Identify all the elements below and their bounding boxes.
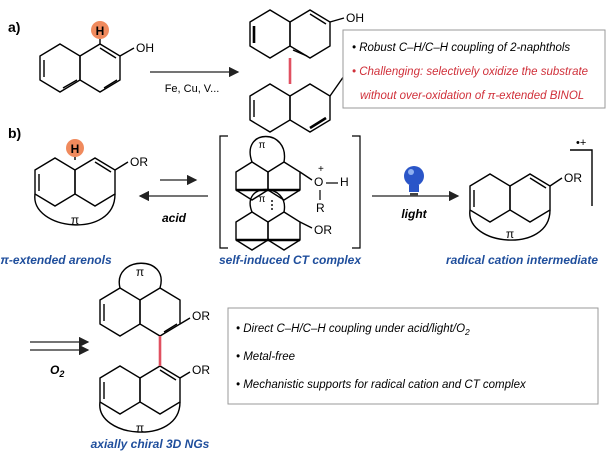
radical-cation-structure: [469, 149, 593, 241]
o2-label: O2: [50, 363, 64, 379]
h-atom-label-b: H: [71, 142, 80, 156]
light-label: light: [401, 207, 427, 221]
caption-arenols: π-extended arenols: [0, 253, 112, 267]
panel-b-note-line-1: • Direct C–H/C–H coupling under acid/lig…: [236, 323, 470, 337]
o2-arrows-icon: [30, 336, 90, 356]
h-atom-label: H: [96, 24, 105, 38]
dimer-or-bottom: OR: [192, 363, 210, 377]
complex-h: H: [340, 175, 349, 189]
panel-a-note-line-1: • Robust C–H/C–H coupling of 2-naphthols: [352, 42, 570, 54]
h-highlight-circle: [91, 21, 109, 39]
oh-label: OH: [136, 41, 154, 55]
panel-b-note-line-2: • Metal-free: [236, 351, 295, 363]
radical-or-label: OR: [564, 171, 582, 185]
complex-brackets: [219, 135, 361, 249]
complex-or: OR: [314, 223, 332, 237]
arenol-structure: [34, 157, 116, 226]
caption-ct-complex: self-induced CT complex: [219, 253, 362, 267]
dimer-or-top: OR: [192, 309, 210, 323]
chiral-dimer-structure: [99, 262, 191, 433]
complex-r: R: [316, 201, 325, 215]
panel-a-note-line-3: without over-oxidation of π-extended BIN…: [360, 90, 584, 102]
complex-o: O: [314, 175, 323, 189]
panel-b-label: b): [8, 125, 21, 141]
panel-b-note-line-3: • Mechanistic supports for radical catio…: [236, 379, 527, 391]
panel-a-note-box: [342, 29, 606, 109]
binol-oh-top: OH: [346, 11, 364, 25]
arenol-pi-label: π: [71, 213, 79, 227]
complex-pi-top: π: [259, 140, 266, 151]
panel-b-note-box: [227, 307, 599, 405]
ct-complex-structure: [235, 136, 313, 251]
dimer-pi-bottom: π: [136, 421, 144, 435]
equilibrium-arrows-icon: [138, 174, 208, 202]
h-highlight-circle-b: [66, 139, 84, 157]
light-bulb-icon: [404, 166, 424, 196]
radical-pi-label: π: [506, 227, 514, 241]
naphthol-structure: [39, 43, 135, 93]
complex-plus: +: [318, 164, 324, 175]
caption-radical: radical cation intermediate: [446, 253, 598, 267]
complex-pi-bottom: π: [259, 194, 266, 205]
dimer-pi-top: π: [136, 265, 144, 279]
panel-a-note-line-2: • Challenging: selectively oxidize the s…: [352, 66, 588, 78]
radical-charge: •+: [576, 137, 586, 149]
arenol-or-label: OR: [130, 155, 148, 169]
caption-chiral: axially chiral 3D NGs: [91, 437, 210, 451]
acid-label: acid: [162, 211, 187, 225]
binol-structure: [249, 9, 345, 133]
catalyst-label: Fe, Cu, V...: [165, 83, 220, 95]
panel-a-label: a): [8, 19, 20, 35]
